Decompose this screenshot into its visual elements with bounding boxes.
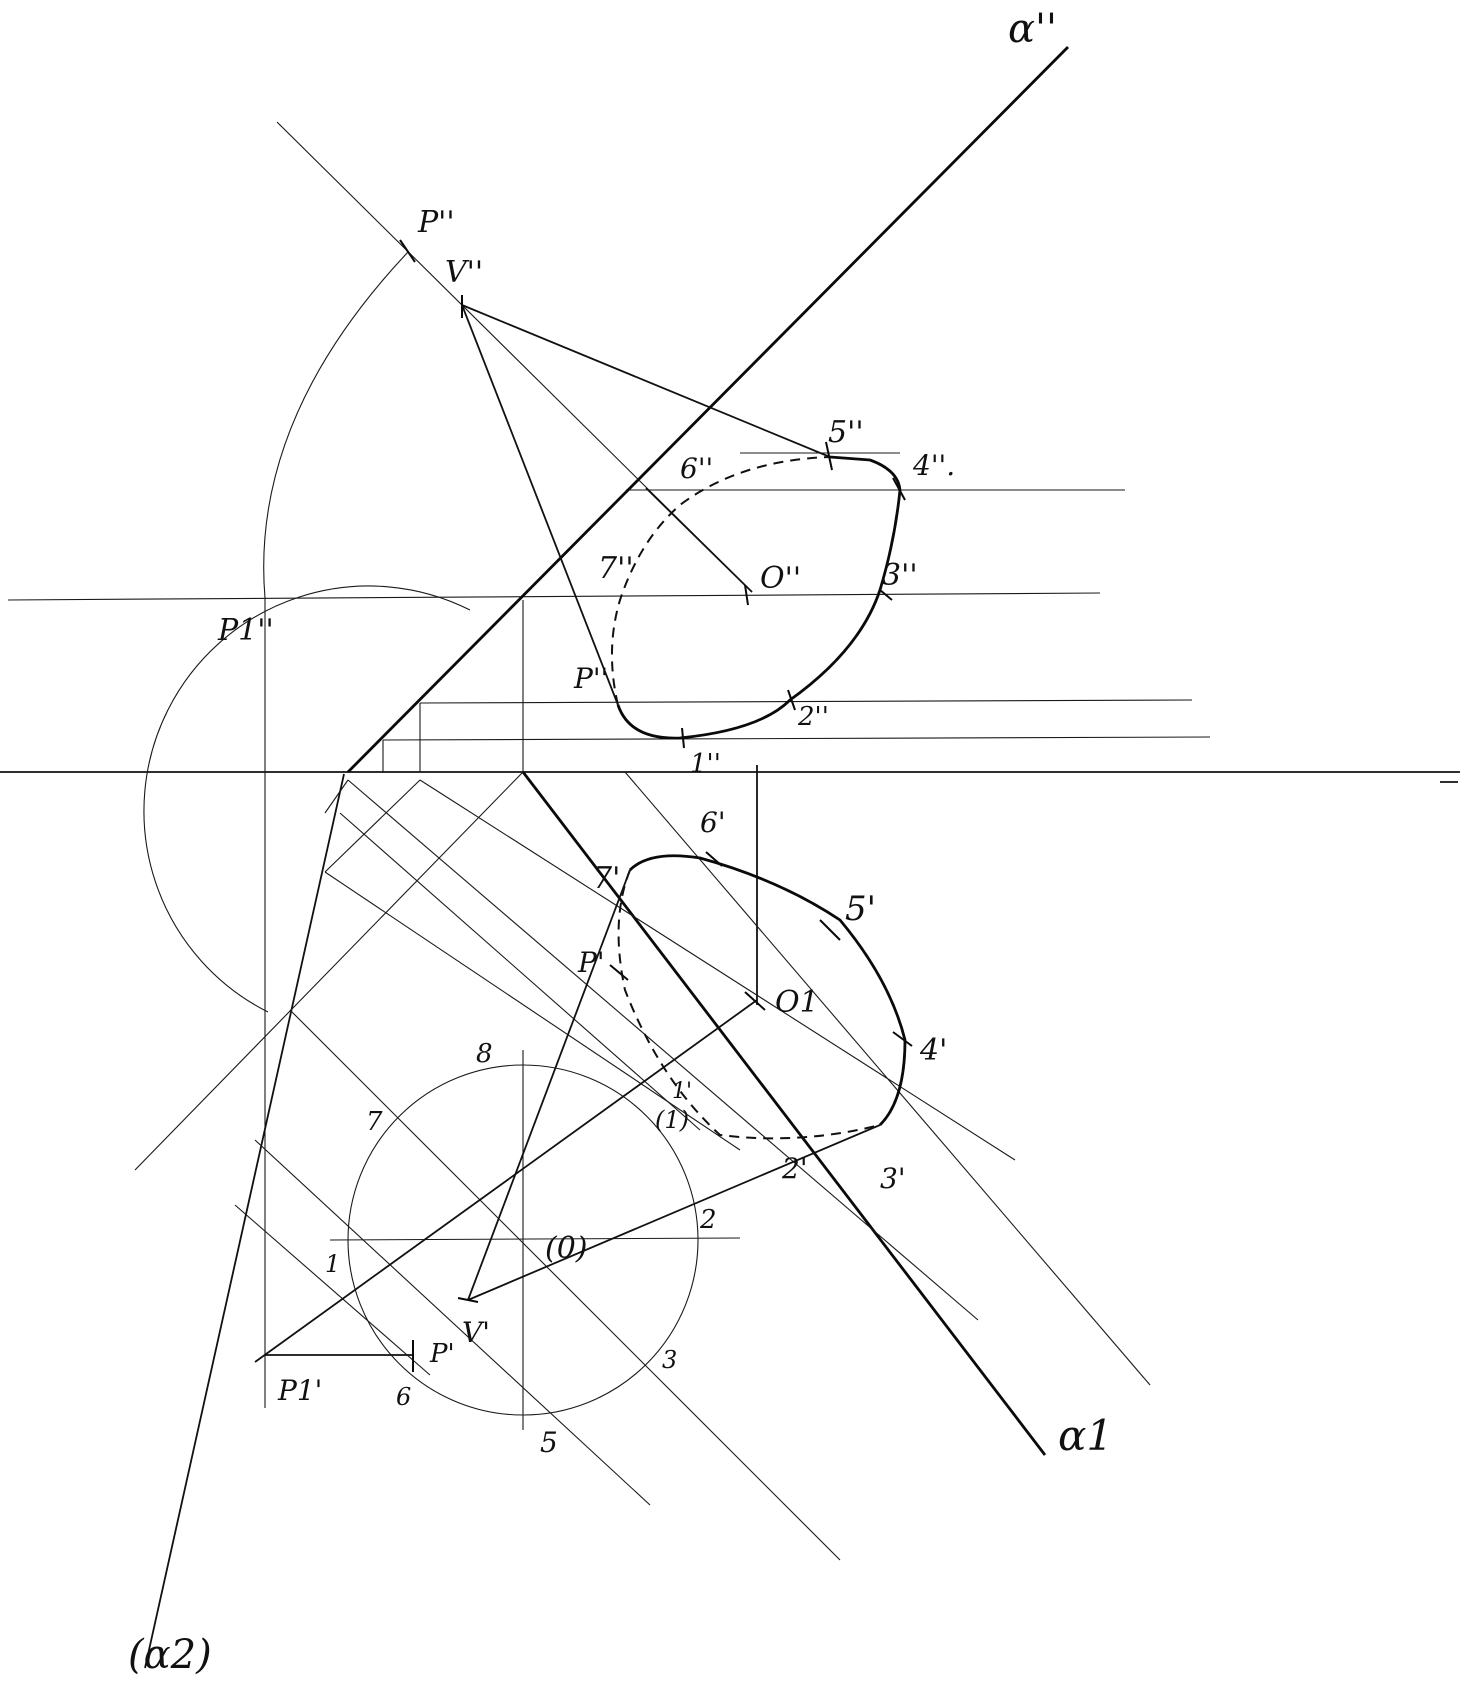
label-7-h: 7' [593,861,620,896]
section-curve-v-visible [616,455,902,740]
label-circle-0: (0) [545,1231,588,1266]
label-alpha-1: α1 [1058,1411,1113,1460]
label-2-h: 2' [781,1152,808,1185]
perpendicular-2 [324,779,349,814]
label-Pp-v: P'' [573,662,608,695]
parallel-5 [324,871,741,1151]
label-P-v: P'' [417,205,455,240]
label-P1-h: P1' [277,1374,322,1407]
label-6-v: 6'' [680,452,713,485]
section-curve-h-visible [629,854,907,1126]
label-2-v: 2'' [797,702,829,732]
label-5-v: 5'' [828,415,864,450]
arc-p-to-p1 [263,251,409,599]
tick-5v [825,441,833,471]
label-circle-7: 7 [366,1107,383,1137]
auxiliary-circle-arc [143,585,471,1013]
label-alpha-v: α'' [1008,6,1057,52]
cone-edge-h-right [467,1124,881,1301]
parallel-7 [254,1139,651,1506]
label-circle-2: 2 [699,1205,717,1235]
parallel-6 [289,1009,841,1561]
label-circle-8: 8 [476,1039,493,1069]
tick-p-v [399,239,416,263]
perpendicular-1 [134,771,524,1171]
tick-3v [879,589,893,601]
section-curve-v-hidden [610,456,831,706]
label-6-h: 6' [700,806,726,839]
section-curve-h-hidden [617,869,881,1140]
label-V-v: V'' [445,255,483,290]
trace-alpha-2 [144,773,345,1669]
line-p1-o1 [254,999,758,1363]
tick-1v [681,727,685,749]
label-1-v: 1'' [690,749,721,779]
label-7-v: 7'' [598,551,634,586]
tick-p-h [609,964,629,981]
parallel-1 [347,779,979,1321]
horizontal-line-o [7,592,1101,601]
horizontal-line-2 [419,699,1193,704]
base-circle-horizontal [329,1237,741,1241]
perpendicular-3 [324,779,421,873]
label-3-v: 3'' [882,558,918,593]
parallel-8 [234,1204,431,1376]
label-4-v: 4''. [912,449,955,482]
label-circle-5: 5 [540,1426,558,1459]
tick-4h [892,1031,913,1047]
tick-4v [892,477,906,501]
horizontal-line-1 [382,736,1211,741]
cone-edge-lower [461,304,619,706]
tick-6h [705,851,723,867]
label-O-v: O'' [760,561,801,596]
label-P-h2: P' [429,1339,455,1369]
tick-o1 [744,991,766,1011]
trace-alpha-v [347,46,1069,773]
tick-5h [819,919,841,941]
parallel-2 [419,779,1016,1161]
parallel-3 [624,771,1151,1386]
label-O1-h: O1 [775,985,819,1020]
tick-2v [787,689,796,711]
label-V-h: V' [462,1316,490,1349]
parallel-4 [339,812,701,1131]
label-4-h: 4' [919,1033,947,1068]
label-1-h: 1' [672,1079,692,1104]
label-circle-3: 3 [662,1346,677,1374]
label-circle-6: 6 [396,1383,411,1411]
label-3-h: 3' [880,1162,906,1195]
normal-segment [645,487,753,593]
v-h-tick [457,1297,479,1303]
label-P-h: P' [577,946,605,979]
tick-ov [744,584,749,606]
label-P1-v: P1'' [217,613,274,648]
label-alpha-2: (α2) [128,1632,212,1678]
trace-alpha-1 [521,771,1047,1456]
label-5-h: 5' [845,889,876,929]
label-1b-h: (1) [655,1106,689,1134]
cone-edge-h-left [467,869,631,1301]
cone-edge-upper [461,304,831,458]
label-circle-1: 1 [325,1250,340,1278]
